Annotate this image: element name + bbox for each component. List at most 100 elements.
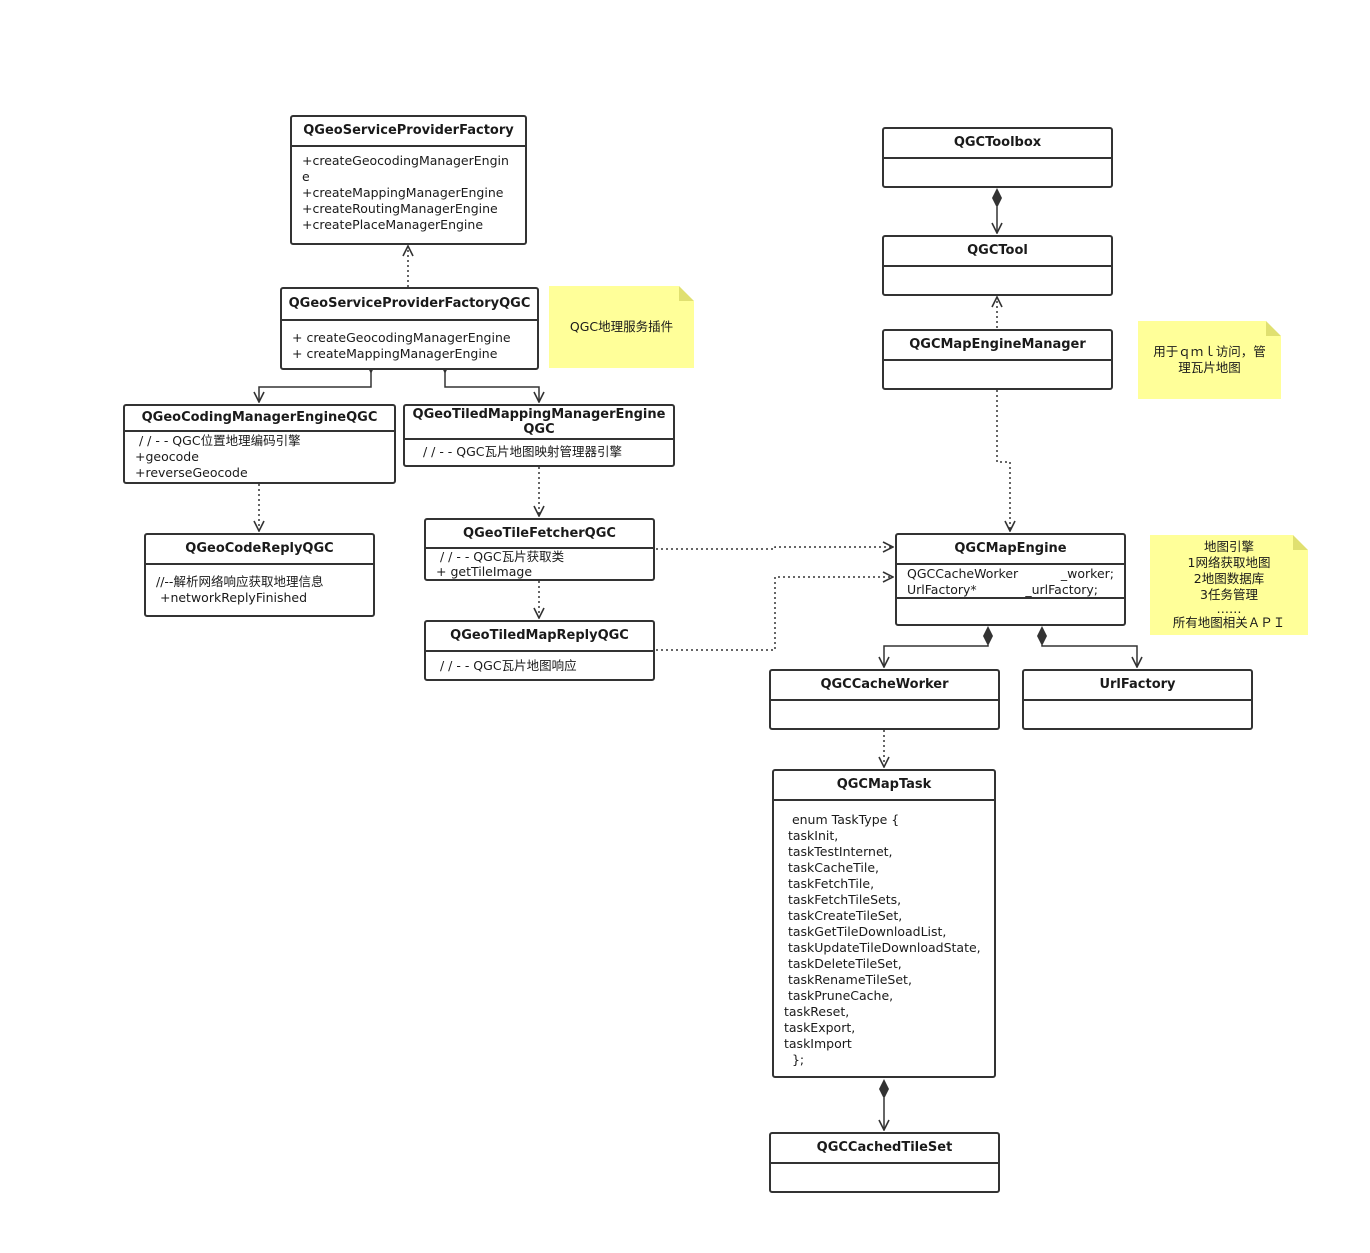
note-line: 地图引擎 xyxy=(1203,539,1254,554)
enum-line: taskImport xyxy=(784,1036,852,1051)
field-type: UrlFactory* xyxy=(907,582,977,597)
enum-line: enum TaskType { xyxy=(784,812,900,827)
enum-line: taskGetTileDownloadList, xyxy=(784,924,947,939)
note-line: 1网络获取地图 xyxy=(1187,555,1271,570)
class-title: QGCMapEngineManager xyxy=(884,331,1111,361)
method-line: //--解析网络响应获取地理信息 xyxy=(156,574,324,589)
class-title: UrlFactory xyxy=(1024,671,1251,701)
class-members xyxy=(771,1164,998,1191)
enum-line: taskCacheTile, xyxy=(784,860,880,875)
class-title: QGCCachedTileSet xyxy=(771,1134,998,1164)
class-methods xyxy=(897,599,1124,624)
class-qgeocodingmanagerengineqgc[interactable]: QGeoCodingManagerEngineQGC / / - - QGC位置… xyxy=(123,404,396,484)
class-title: QGCMapTask xyxy=(774,771,994,801)
enum-line: taskFetchTile, xyxy=(784,876,875,891)
enum-line: }; xyxy=(784,1052,805,1067)
class-members xyxy=(884,159,1111,186)
enum-line: taskUpdateTileDownloadState, xyxy=(784,940,981,955)
edge-mapengine-to-cacheworker xyxy=(884,645,989,667)
class-qgctool[interactable]: QGCTool xyxy=(882,235,1113,296)
method-line: +createGeocodingManagerEngine xyxy=(302,153,509,184)
class-qgccachedtileset[interactable]: QGCCachedTileSet xyxy=(769,1132,1000,1193)
enum-line: taskExport, xyxy=(784,1020,856,1035)
method-line: / / - - QGC瓦片地图映射管理器引擎 xyxy=(415,444,623,459)
note-line: 用于ｑｍｌ访问，管 xyxy=(1153,344,1266,359)
method-line: +geocode xyxy=(135,449,199,464)
class-urlfactory[interactable]: UrlFactory xyxy=(1022,669,1253,730)
class-qgcmapengine[interactable]: QGCMapEngine QGCCacheWorker _worker; Url… xyxy=(895,533,1126,626)
note-line: 3任务管理 xyxy=(1200,587,1258,602)
class-title: QGCToolbox xyxy=(884,129,1111,159)
class-qgctoolbox[interactable]: QGCToolbox xyxy=(882,127,1113,188)
method-line: / / - - QGC位置地理编码引擎 xyxy=(135,433,301,448)
class-members xyxy=(884,267,1111,294)
class-fields: QGCCacheWorker _worker; UrlFactory* _url… xyxy=(897,565,1124,599)
class-methods: / / - - QGC瓦片地图响应 xyxy=(426,652,653,679)
enum-line: taskRenameTileSet, xyxy=(784,972,912,987)
enum-line: taskFetchTileSets, xyxy=(784,892,902,907)
class-methods: +createGeocodingManagerEngine +createMap… xyxy=(292,147,525,243)
class-methods: / / - - QGC位置地理编码引擎 +geocode +reverseGeo… xyxy=(125,432,394,482)
method-line: +networkReplyFinished xyxy=(156,590,308,605)
class-qgcmapenginemanager[interactable]: QGCMapEngineManager xyxy=(882,329,1113,390)
class-qgeotilefetcherqgc[interactable]: QGeoTileFetcherQGC / / - - QGC瓦片获取类 + ge… xyxy=(424,518,655,581)
field-name: _urlFactory; xyxy=(1025,582,1098,597)
note-line: 理瓦片地图 xyxy=(1178,360,1241,375)
class-title: QGeoTileFetcherQGC xyxy=(426,520,653,549)
class-methods: / / - - QGC瓦片获取类 + getTileImage xyxy=(426,549,653,579)
class-enum-tasktype: enum TaskType { taskInit, taskTestIntern… xyxy=(774,801,994,1076)
field-name: _worker; xyxy=(1060,566,1114,581)
method-line: + createGeocodingManagerEngine xyxy=(292,330,511,345)
class-members xyxy=(1024,701,1251,728)
enum-line: taskReset, xyxy=(784,1004,850,1019)
composition-diamond-maptask xyxy=(879,1079,889,1099)
composition-diamond-cacheworker xyxy=(983,626,993,646)
class-title: QGCTool xyxy=(884,237,1111,267)
field-row: UrlFactory* _urlFactory; xyxy=(907,582,1114,598)
class-qgeoserviceproviderfactory[interactable]: QGeoServiceProviderFactory +createGeocod… xyxy=(290,115,527,245)
method-line: +createRoutingManagerEngine xyxy=(302,201,498,216)
class-title: QGCMapEngine xyxy=(897,535,1124,565)
class-qgcmaptask[interactable]: QGCMapTask enum TaskType { taskInit, tas… xyxy=(772,769,996,1078)
class-qgccacheworker[interactable]: QGCCacheWorker xyxy=(769,669,1000,730)
class-qgeocodereplyqgc[interactable]: QGeoCodeReplyQGC //--解析网络响应获取地理信息 +netwo… xyxy=(144,533,375,617)
class-methods: / / - - QGC瓦片地图映射管理器引擎 xyxy=(405,440,673,465)
class-qgeoserviceproviderfactoryqgc[interactable]: QGeoServiceProviderFactoryQGC + createGe… xyxy=(280,287,539,370)
method-line: +createMappingManagerEngine xyxy=(302,185,504,200)
class-methods: //--解析网络响应获取地理信息 +networkReplyFinished xyxy=(146,565,373,615)
class-title: QGeoServiceProviderFactory xyxy=(292,117,525,147)
edge-mapreply-to-mapengine xyxy=(656,577,893,651)
method-line: +createPlaceManagerEngine xyxy=(302,217,484,232)
method-line: + getTileImage xyxy=(436,564,533,579)
class-qgeotiledmappingmanagerengineqgc[interactable]: QGeoTiledMappingManagerEngine QGC / / - … xyxy=(403,404,675,467)
edge-fetcher-to-mapengine xyxy=(656,547,893,549)
edge-factoryqgc-geocoding xyxy=(259,372,371,402)
note-line: …… xyxy=(1216,601,1242,616)
edge-factoryqgc-tiledmapping xyxy=(445,372,539,402)
class-title: QGeoCodingManagerEngineQGC xyxy=(125,406,394,432)
note-qgc-plugin: QGC地理服务插件 xyxy=(549,286,694,368)
class-title: QGeoTiledMapReplyQGC xyxy=(426,622,653,652)
edge-mapengine-to-urlfactory xyxy=(1041,645,1137,667)
method-line: / / - - QGC瓦片获取类 xyxy=(436,549,565,564)
note-line: 2地图数据库 xyxy=(1193,571,1265,586)
note-map-engine: 地图引擎 1网络获取地图 2地图数据库 3任务管理 …… 所有地图相关ＡＰＩ xyxy=(1150,535,1308,635)
field-row: QGCCacheWorker _worker; xyxy=(907,566,1114,582)
enum-line: taskPruneCache, xyxy=(784,988,894,1003)
method-line: + createMappingManagerEngine xyxy=(292,346,498,361)
composition-diamond-urlfactory xyxy=(1037,626,1047,646)
note-line: QGC地理服务插件 xyxy=(569,319,674,334)
composition-diamond-toolbox xyxy=(992,188,1002,208)
enum-line: taskCreateTileSet, xyxy=(784,908,903,923)
class-title: QGeoServiceProviderFactoryQGC xyxy=(282,289,537,321)
class-methods: + createGeocodingManagerEngine + createM… xyxy=(282,321,537,368)
class-title: QGeoCodeReplyQGC xyxy=(146,535,373,565)
edge-enginemanager-to-mapengine xyxy=(996,390,1010,531)
enum-line: taskInit, xyxy=(784,828,839,843)
enum-line: taskTestInternet, xyxy=(784,844,893,859)
class-qgeotiledmapreplyqgc[interactable]: QGeoTiledMapReplyQGC / / - - QGC瓦片地图响应 xyxy=(424,620,655,681)
note-line: 所有地图相关ＡＰＩ xyxy=(1172,615,1286,630)
method-line: / / - - QGC瓦片地图响应 xyxy=(436,658,577,673)
